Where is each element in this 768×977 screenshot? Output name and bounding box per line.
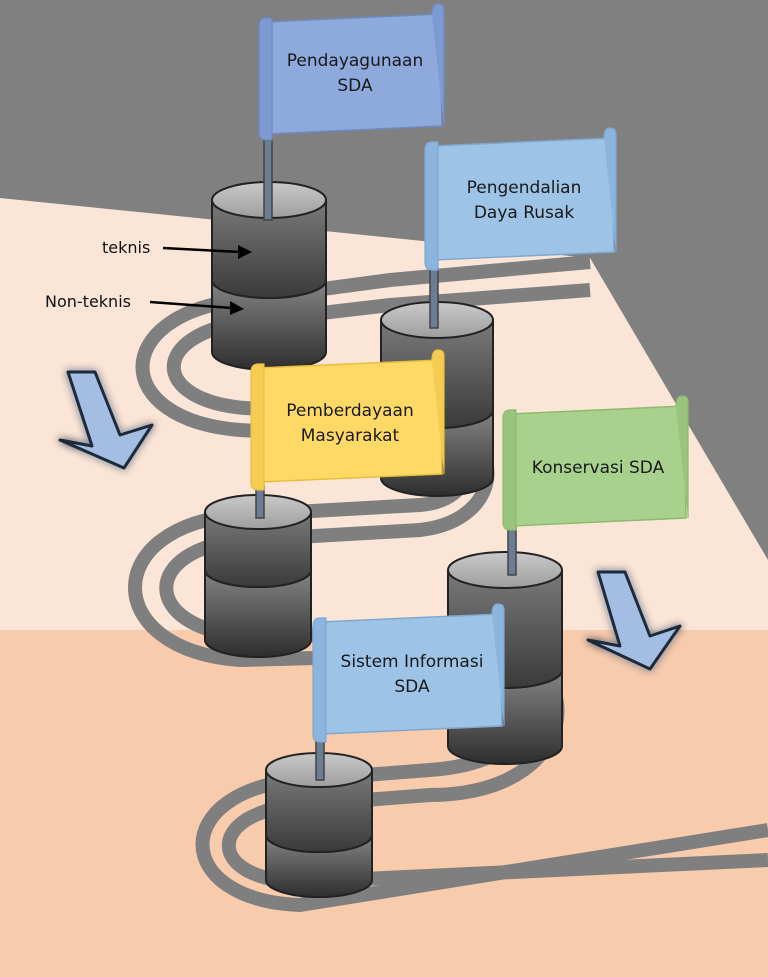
- flag-konservasi: Konservasi SDA: [502, 395, 689, 531]
- teknis-arrowhead-icon: [238, 245, 252, 259]
- flag-pemberdayaan-line2: Masyarakat: [301, 426, 400, 446]
- cylinder-pendayagunaan: [211, 181, 327, 371]
- down-arrow-left-icon: [58, 370, 154, 470]
- cylinder-pemberdayaan: [204, 494, 312, 658]
- flag-sistem-informasi-line2: SDA: [394, 677, 430, 697]
- flag-konservasi-line1: Konservasi SDA: [532, 458, 665, 478]
- flag-sistem-informasi-body: [319, 613, 503, 735]
- label-teknis: teknis: [102, 238, 150, 257]
- flag-pendayagunaan-line1: Pendayagunaan: [287, 51, 424, 71]
- flag-pemberdayaan-body: [257, 359, 443, 483]
- down-arrow-right-icon: [586, 570, 682, 671]
- flag-pengendalian: Pengendalian Daya Rusak: [424, 127, 617, 271]
- flag-pendayagunaan-line2: SDA: [337, 76, 373, 96]
- flag-pemberdayaan: Pemberdayaan Masyarakat: [250, 349, 445, 491]
- non-teknis-pointer-arrow: [149, 300, 233, 310]
- flag-pemberdayaan-line1: Pemberdayaan: [286, 401, 413, 421]
- flag-pendayagunaan: Pendayagunaan SDA: [258, 3, 445, 141]
- flag-pengendalian-line1: Pengendalian: [467, 178, 582, 198]
- label-non-teknis: Non-teknis: [45, 292, 131, 311]
- flag-poles: [255, 139, 517, 781]
- flag-sistem-informasi: Sistem Informasi SDA: [312, 603, 505, 743]
- teknis-pointer-arrow: [162, 246, 241, 254]
- flag-sistem-informasi-line1: Sistem Informasi: [341, 652, 484, 672]
- flag-pengendalian-body: [431, 137, 615, 261]
- cylinder-sistem-informasi: [265, 752, 373, 898]
- non-teknis-arrowhead-icon: [230, 301, 244, 315]
- flag-pendayagunaan-body: [265, 13, 443, 135]
- flag-pengendalian-line2: Daya Rusak: [474, 203, 574, 223]
